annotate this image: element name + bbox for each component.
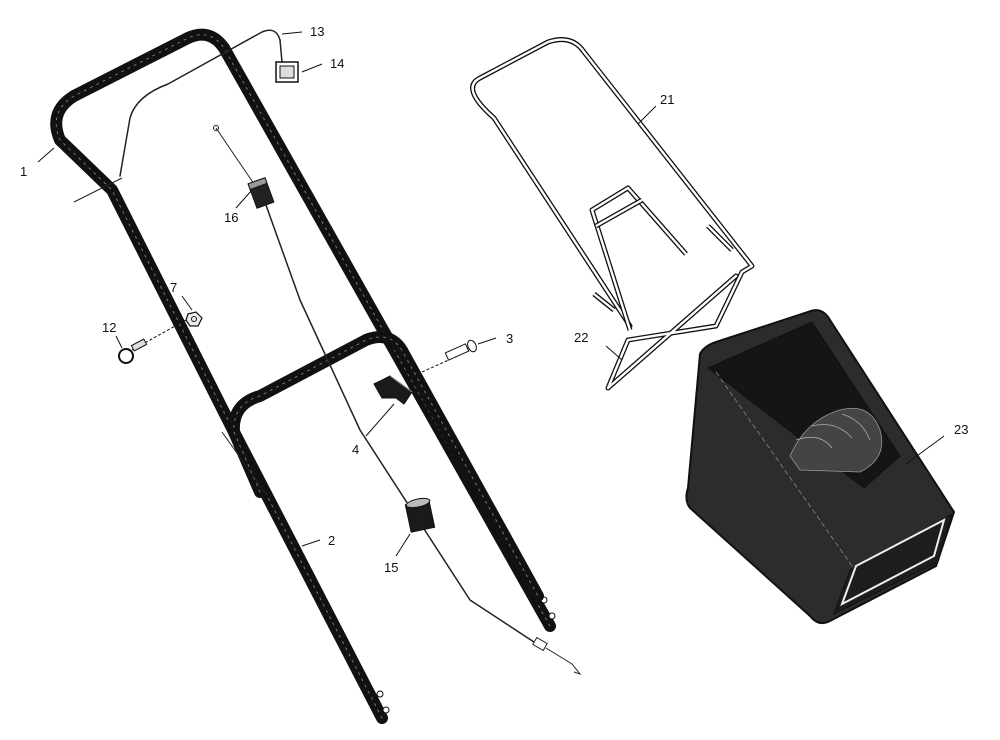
- callouts: 1 2 3 4 7 12 13 14 15 16 21 22 23: [20, 24, 968, 575]
- callout-13: 13: [310, 24, 324, 39]
- callout-7: 7: [170, 280, 177, 295]
- leader-lines: [37, 31, 945, 557]
- callout-12: 12: [102, 320, 116, 335]
- callout-1: 1: [20, 164, 27, 179]
- callout-22: 22: [574, 330, 588, 345]
- callout-16: 16: [224, 210, 238, 225]
- cable-clip: [275, 61, 299, 83]
- callout-21: 21: [660, 92, 674, 107]
- catcher-bag: [685, 309, 956, 625]
- nut: [185, 311, 203, 327]
- callout-2: 2: [328, 533, 335, 548]
- lower-handle: [221, 331, 544, 602]
- callout-15: 15: [384, 560, 398, 575]
- control-cable: [73, 29, 582, 676]
- eye-bolt: [118, 319, 187, 364]
- cable-grip: [247, 177, 275, 209]
- catcher-frame: [470, 37, 755, 391]
- callout-23: 23: [954, 422, 968, 437]
- handle-knob: [373, 375, 413, 405]
- cable-spacer: [404, 497, 436, 533]
- callout-3: 3: [506, 331, 513, 346]
- carriage-bolt: [421, 339, 477, 373]
- upper-handle: [50, 28, 556, 724]
- callout-4: 4: [352, 442, 359, 457]
- callout-14: 14: [330, 56, 344, 71]
